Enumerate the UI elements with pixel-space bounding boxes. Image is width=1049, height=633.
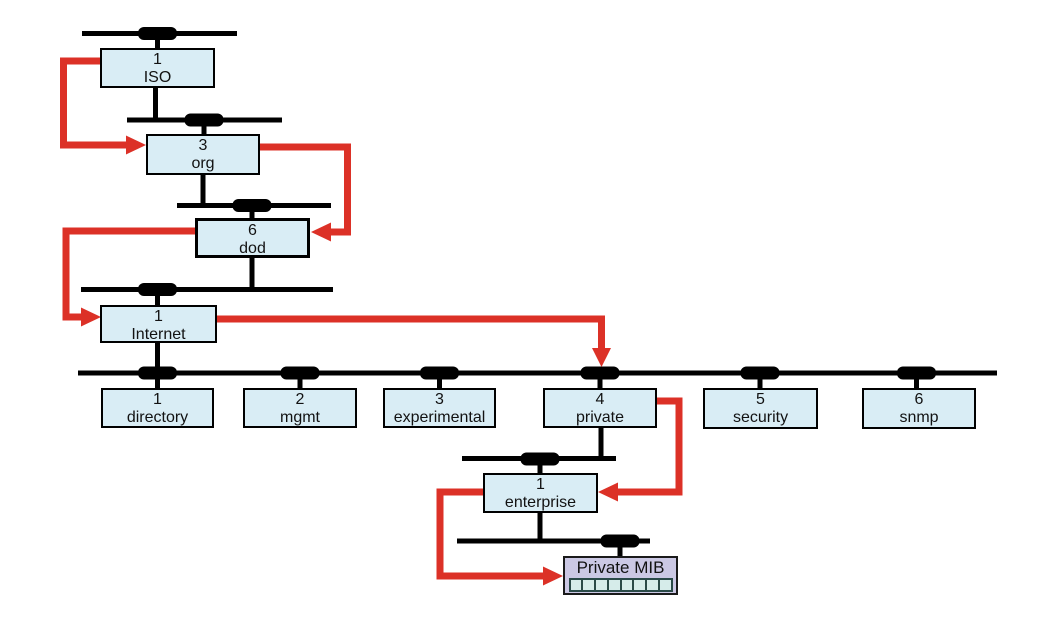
node-experimental: 3 experimental bbox=[383, 388, 496, 428]
node-label: ISO bbox=[143, 69, 172, 86]
node-number: 6 bbox=[248, 222, 257, 239]
node-number: 1 bbox=[154, 308, 163, 325]
node-security: 5 security bbox=[703, 388, 818, 429]
arrow-org-dod bbox=[260, 143, 351, 236]
arrow-iso-org bbox=[60, 57, 127, 149]
mib-cell bbox=[571, 580, 584, 590]
mib-cell bbox=[622, 580, 635, 590]
node-label: enterprise bbox=[504, 494, 577, 511]
node-label: dod bbox=[239, 240, 266, 257]
node-label: private bbox=[575, 409, 625, 426]
node-number: 1 bbox=[536, 476, 545, 493]
mib-cell bbox=[596, 580, 609, 590]
node-number: 1 bbox=[153, 51, 162, 68]
bus-taps bbox=[138, 27, 936, 548]
node-number: 3 bbox=[198, 137, 208, 154]
arrow-dod-internet bbox=[62, 227, 195, 321]
node-label: Internet bbox=[131, 326, 186, 343]
arrow-private-enterprise bbox=[616, 397, 683, 496]
mib-cell bbox=[609, 580, 622, 590]
node-number: 2 bbox=[295, 391, 305, 408]
node-snmp: 6 snmp bbox=[862, 388, 976, 429]
node-number: 3 bbox=[435, 391, 444, 408]
node-private: 4 private bbox=[543, 388, 657, 428]
mib-cell bbox=[634, 580, 647, 590]
node-number: 1 bbox=[153, 391, 162, 408]
node-label: experimental bbox=[393, 409, 486, 426]
node-label: Private MIB bbox=[576, 558, 665, 577]
mib-cell bbox=[647, 580, 660, 590]
node-internet: 1 Internet bbox=[100, 305, 217, 343]
node-mgmt: 2 mgmt bbox=[243, 388, 357, 428]
node-iso: 1 ISO bbox=[100, 48, 215, 88]
node-label: org bbox=[191, 155, 215, 172]
mib-cell bbox=[660, 580, 671, 590]
arrow-enterprise-mib bbox=[436, 488, 545, 580]
highlight-arrow-lines bbox=[60, 57, 683, 580]
highlight-arrow-heads bbox=[81, 135, 618, 586]
node-label: security bbox=[732, 409, 789, 426]
node-org: 3 org bbox=[146, 134, 260, 175]
node-number: 5 bbox=[756, 391, 765, 408]
node-number: 6 bbox=[914, 391, 924, 408]
arrow-internet-private bbox=[217, 315, 605, 349]
node-number: 4 bbox=[595, 391, 605, 408]
node-directory: 1 directory bbox=[101, 388, 214, 428]
node-dod: 6 dod bbox=[195, 218, 310, 258]
node-label: snmp bbox=[899, 409, 939, 426]
node-enterprise: 1 enterprise bbox=[483, 473, 598, 513]
node-label: mgmt bbox=[280, 409, 320, 426]
node-label: directory bbox=[126, 409, 189, 426]
mib-cell bbox=[583, 580, 596, 590]
node-private-mib: Private MIB bbox=[563, 556, 678, 595]
mib-cells-strip bbox=[568, 578, 673, 592]
